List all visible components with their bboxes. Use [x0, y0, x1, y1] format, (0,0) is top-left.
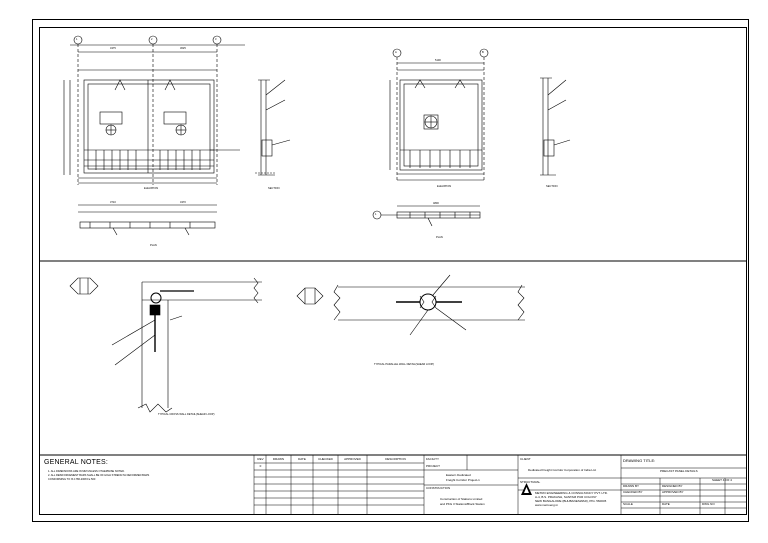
view-label-section-1: SECTION — [268, 187, 280, 190]
tb-label-scale: SCALE — [623, 502, 633, 506]
elevation-1-view — [63, 35, 245, 185]
rev-header-drawn: DRAWN — [272, 457, 285, 461]
drawing-frame — [39, 27, 747, 515]
dim-plan-left-2: 4370 — [180, 201, 186, 204]
project-line-2: Freight Corridor Project-1 — [446, 478, 480, 482]
dim-top-left-2: 3625 — [180, 47, 186, 50]
structural-label: STRUCTURAL — [520, 480, 541, 484]
dim-top-left-1: 4375 — [110, 47, 116, 50]
dim-top-right: 5100 — [435, 59, 441, 62]
consultant-line-1: METRO ENGINEERING & CONSULTANCY PVT. LTD… — [535, 491, 608, 495]
construction-label: CONSTRUCTION — [426, 486, 451, 490]
plan-1-view — [78, 204, 217, 236]
dim-plan-right: 4800 — [433, 202, 439, 205]
rev-header-approved: APPROVED — [344, 457, 361, 461]
elevation-2-view — [389, 48, 489, 181]
grid-label-3: 3 — [215, 38, 217, 41]
rev-header-date: DATE — [298, 457, 306, 461]
drawing-title-label: DRAWING TITLE: — [623, 458, 656, 463]
view-label-parallel-wall: TYPICAL PARALLEL WALL DETAIL(SHEAR LOOP) — [374, 363, 435, 366]
grid-label-2: 2 — [151, 38, 153, 41]
view-label-elevation-2: ELEVATION — [437, 185, 452, 188]
tb-label-approved: APPROVED BY — [662, 490, 684, 494]
title-block — [39, 454, 747, 515]
general-note-2: 2. ALL REINFORCEMENT BARS SHALL BE OF HI… — [48, 474, 150, 477]
tb-label-date: DATE — [662, 502, 670, 506]
construction-line-2: and PKG 3 Stations/Block Station — [440, 502, 485, 506]
cross-wall-detail — [69, 277, 262, 413]
view-label-plan-2: PLAN — [436, 236, 443, 239]
tb-label-checked: CHECKED BY — [623, 490, 643, 494]
dim-plan-left-1: 3710 — [110, 201, 116, 204]
rev-header-rev: REV — [257, 457, 264, 461]
tb-label-drawn: DRAWN BY — [623, 484, 640, 488]
consultant-logo-icon — [521, 483, 532, 495]
section-2-view — [540, 77, 571, 176]
general-notes-heading: GENERAL NOTES: — [44, 459, 108, 466]
view-label-plan-1: PLAN — [150, 244, 157, 247]
rev-header-checked: CHECKED — [318, 457, 333, 461]
rev-row-0: 0 — [259, 464, 262, 468]
drawing-title: PRECAST PANEL DETAILS — [660, 469, 698, 473]
view-label-elevation-1: ELEVATION — [144, 187, 159, 190]
project-line-1: Eastern Dedicated — [446, 473, 471, 477]
tb-label-designed: DESIGNED BY — [662, 484, 683, 488]
sheet-number: SHEET 4 OF 4 — [712, 478, 732, 482]
view-label-cross-wall: TYPICAL CROSS WALL DETAIL(SHEAR LOOP) — [158, 413, 215, 416]
plan-2-view — [372, 205, 481, 227]
parallel-wall-detail — [296, 274, 525, 336]
view-label-section-2: SECTION — [546, 185, 558, 188]
grid-label-1: 1 — [76, 38, 78, 41]
grid-label-a: A — [395, 51, 397, 54]
rev-header-description: DESCRIPTION — [385, 457, 406, 461]
client-label: CLIENT — [520, 457, 531, 461]
project-label: PROJECT — [426, 464, 441, 468]
drawing-sheet — [32, 19, 749, 522]
consultant-line-4: www.metroeng.in — [535, 503, 559, 507]
client-name: Dedicated Freight Corridor Corporation o… — [528, 468, 597, 472]
consultant-line-3: NEW BANGALORE (BHUBANESWAR), PIN- 560045 — [535, 499, 607, 503]
general-note-1: 1. ALL DIMENSIONS ARE IN MM UNLESS OTHER… — [48, 470, 125, 473]
grid-label-1b: 1 — [375, 213, 377, 216]
tb-label-dwg-no: DWG NO — [702, 502, 715, 506]
consultant-line-2: A-4, B.S. PRAKASH, SANTAM PUR COLONY — [535, 495, 597, 499]
section-1-view — [255, 79, 291, 176]
grid-label-b: B — [482, 51, 484, 54]
general-note-3: CONFORMING TO IS 1786-2008 Fe 500 — [48, 478, 96, 481]
construction-line-1: Construction of Stations Limited — [440, 497, 483, 501]
facility-label: FACILITY — [426, 457, 440, 461]
